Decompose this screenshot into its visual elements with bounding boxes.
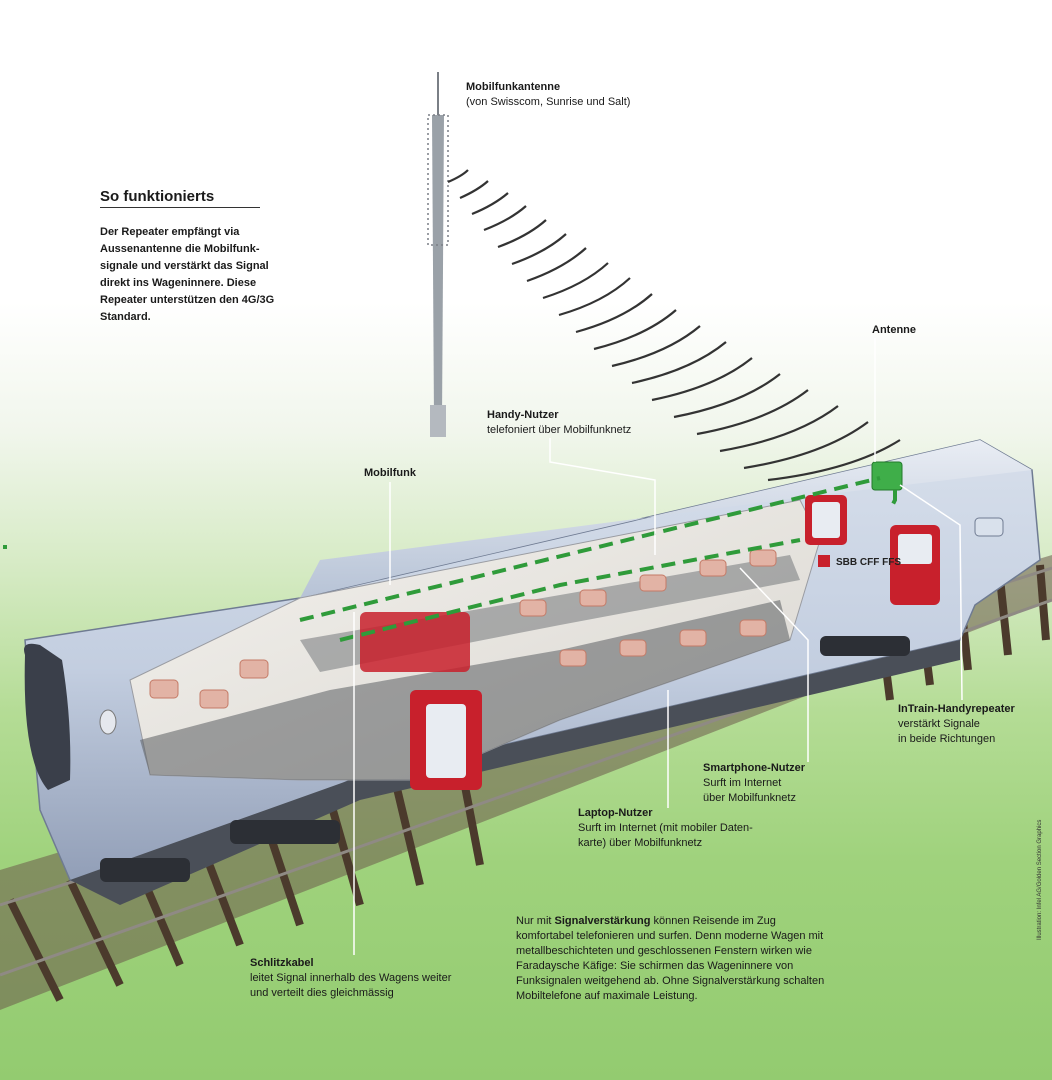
label-mobilfunk-title: Mobilfunk bbox=[364, 467, 416, 479]
leader-lines bbox=[353, 338, 963, 955]
note-rest: können Reisende im Zug komfortabel telef… bbox=[516, 915, 825, 1002]
label-handy: Handy-Nutzer telefoniert über Mobilfunkn… bbox=[487, 408, 631, 438]
label-smartphone-desc2: über Mobilfunknetz bbox=[703, 792, 796, 804]
label-repeater-desc2: in beide Richtungen bbox=[898, 733, 996, 745]
cell-tower bbox=[427, 72, 449, 437]
intro-text: Der Repeater empfängt via Aussenantenne … bbox=[100, 226, 275, 323]
image-credit: Illustration: Infel AG/Golden Section Gr… bbox=[1037, 819, 1043, 940]
label-tower: Mobilfunkantenne (von Swisscom, Sunrise … bbox=[466, 80, 630, 110]
label-laptop-desc1: Surft im Internet (mit mobiler Daten- bbox=[578, 822, 753, 834]
signal-waves bbox=[447, 169, 901, 482]
repeater-box bbox=[871, 461, 903, 491]
label-repeater: InTrain-Handyrepeater verstärkt Signale … bbox=[898, 702, 1015, 747]
label-laptop-desc2: karte) über Mobilfunknetz bbox=[578, 837, 703, 849]
label-smartphone-desc1: Surft im Internet bbox=[703, 777, 782, 789]
note-lead: Nur mit bbox=[516, 915, 555, 927]
note-bold: Signalverstärkung bbox=[554, 915, 651, 927]
train-car: SBB CFF FFS bbox=[24, 439, 1041, 905]
label-handy-desc: telefoniert über Mobilfunknetz bbox=[487, 424, 632, 436]
label-schlitzkabel-desc2: und verteilt dies gleichmässig bbox=[250, 987, 394, 999]
intro-divider bbox=[100, 207, 260, 208]
label-laptop: Laptop-Nutzer Surft im Internet (mit mob… bbox=[578, 806, 753, 851]
label-repeater-title: InTrain-Handyrepeater bbox=[898, 703, 1015, 715]
explanation-note: Nur mit Signalverstärkung können Reisend… bbox=[516, 914, 826, 1004]
label-smartphone: Smartphone-Nutzer Surft im Internet über… bbox=[703, 761, 805, 806]
train-logo-text: SBB CFF FFS bbox=[836, 557, 901, 568]
label-schlitzkabel-desc1: leitet Signal innerhalb des Wagens weite… bbox=[250, 972, 452, 984]
label-schlitzkabel: Schlitzkabel leitet Signal innerhalb des… bbox=[250, 956, 451, 1001]
label-antenna-title: Antenne bbox=[872, 324, 916, 336]
label-smartphone-title: Smartphone-Nutzer bbox=[703, 762, 806, 774]
label-repeater-desc1: verstärkt Signale bbox=[898, 718, 980, 730]
label-tower-desc: (von Swisscom, Sunrise und Salt) bbox=[466, 96, 631, 108]
label-schlitzkabel-title: Schlitzkabel bbox=[250, 957, 314, 969]
label-antenna: Antenne bbox=[872, 323, 916, 338]
intro-title: So funktionierts bbox=[100, 188, 215, 205]
signal-dot bbox=[3, 545, 7, 549]
label-tower-title: Mobilfunkantenne bbox=[466, 81, 561, 93]
label-handy-title: Handy-Nutzer bbox=[487, 409, 559, 421]
slot-cable bbox=[299, 476, 897, 642]
label-mobilfunk: Mobilfunk bbox=[364, 466, 416, 481]
label-laptop-title: Laptop-Nutzer bbox=[578, 807, 653, 819]
